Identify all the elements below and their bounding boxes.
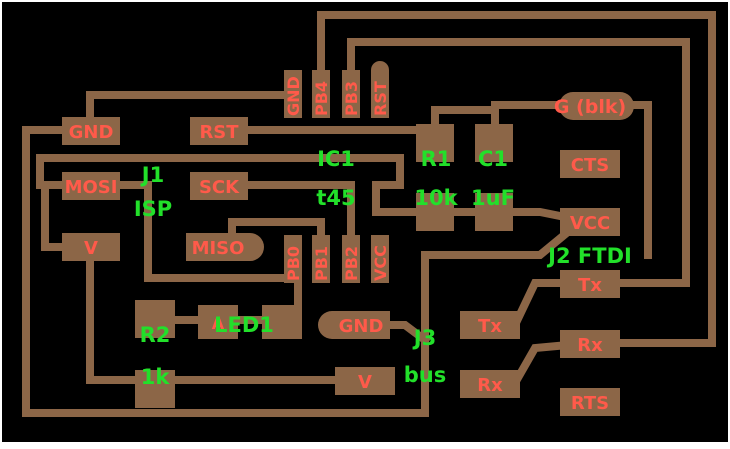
label-bus-v: V	[358, 372, 372, 393]
pad-bus-v	[335, 367, 395, 395]
label-ftdi-cts: CTS	[571, 155, 609, 176]
pad-bus-tx	[460, 311, 520, 339]
silk-led-label: LED1	[214, 313, 274, 337]
pad-miso	[186, 233, 264, 261]
label-sck: SCK	[199, 177, 240, 198]
silk-r2-ref: R2	[140, 323, 171, 347]
silk-j3-ref: J3	[412, 326, 436, 350]
pad-v-isp	[62, 233, 120, 261]
pad-ftdi-tx	[560, 270, 620, 298]
pad-ftdi-vcc	[560, 208, 620, 236]
silk-r1-ref: R1	[421, 147, 452, 171]
pad-ic-rst	[371, 61, 389, 118]
pad-bus-rx	[460, 370, 520, 398]
trace-v-to-r2	[86, 243, 159, 384]
pad-gnd-isp	[62, 117, 120, 145]
trace-pb4-to-ftdi-rx	[317, 11, 716, 347]
pad-c1-top	[475, 124, 513, 162]
label-ftdi-g: G (blk)	[554, 96, 626, 118]
label-rst: RST	[199, 122, 239, 143]
silk-c1-ref: C1	[478, 147, 508, 171]
pad-labels: GND RST MOSI SCK V MISO GND PB4 PB3 RST …	[65, 76, 627, 414]
silk-labels: J1 ISP IC1 t45 R1 10k C1 1uF J2 FTDI R2 …	[134, 147, 632, 389]
label-ftdi-vcc: VCC	[570, 213, 610, 234]
trace-outer-loop	[22, 126, 586, 417]
pad-mosi	[62, 172, 120, 200]
label-gnd-isp: GND	[69, 122, 114, 143]
pad-bus-gnd	[318, 311, 390, 339]
pad-rst	[190, 117, 248, 145]
trace-pb3-to-ftdi-tx	[347, 38, 690, 287]
label-miso: MISO	[192, 238, 245, 259]
pad-ftdi-rx	[560, 330, 620, 358]
label-ic-pb4: PB4	[312, 81, 331, 116]
silk-c1-val: 1uF	[471, 186, 515, 210]
label-ftdi-tx: Tx	[578, 275, 602, 296]
pad-led-a	[198, 305, 238, 339]
label-ic-pb2: PB2	[342, 246, 361, 281]
silk-r1-val: 10k	[414, 186, 458, 210]
label-ic-pb1: PB1	[312, 246, 331, 281]
pad-ic-pb0	[284, 235, 302, 283]
silk-j1-val: ISP	[134, 197, 172, 221]
label-bus-rx: Rx	[477, 375, 503, 396]
pad-c1-bottom	[475, 193, 513, 231]
pads	[62, 61, 634, 416]
label-ic-vcc: VCC	[371, 245, 390, 281]
pad-ic-gnd	[284, 70, 302, 118]
label-led-a: A	[212, 314, 225, 333]
silk-j2-label: J2 FTDI	[546, 244, 632, 268]
label-mosi: MOSI	[65, 177, 118, 198]
trace-sck-to-pb2	[216, 181, 355, 244]
label-bus-tx: Tx	[478, 316, 502, 337]
label-ic-pb3: PB3	[342, 81, 361, 116]
silk-ic1-ref: IC1	[317, 147, 355, 171]
pad-r2-bottom	[135, 370, 175, 408]
label-ftdi-rx: Rx	[577, 335, 603, 356]
silk-ic1-val: t45	[316, 186, 355, 210]
silk-j1-ref: J1	[140, 163, 164, 187]
label-ic-pb0: PB0	[284, 246, 303, 281]
trace-mosi-to-pb0	[116, 181, 302, 324]
trace-mosi-loop	[36, 154, 444, 216]
pad-ic-pb4	[312, 70, 330, 118]
pad-ic-pb1	[312, 235, 330, 283]
pad-r1-bottom	[416, 193, 454, 231]
label-ic-gnd: GND	[284, 76, 303, 116]
pad-sck	[190, 172, 248, 200]
pad-r1-top	[416, 124, 454, 162]
pad-led-c	[262, 305, 302, 339]
trace-r1-c1-top	[431, 106, 499, 134]
label-bus-gnd: GND	[339, 316, 384, 337]
pad-r2-top	[135, 300, 175, 338]
label-ic-rst: RST	[371, 81, 390, 116]
silk-r2-val: 1k	[141, 365, 171, 389]
pad-ic-pb3	[342, 70, 360, 118]
label-ftdi-rts: RTS	[571, 393, 609, 414]
pad-ftdi-cts	[560, 150, 620, 178]
pad-ic-vcc	[371, 235, 389, 283]
label-v-isp: V	[84, 238, 98, 259]
pad-ic-pb2	[342, 235, 360, 283]
pad-ftdi-g	[559, 92, 634, 120]
pad-ftdi-rts	[560, 388, 620, 416]
silk-j3-val: bus	[404, 363, 446, 387]
